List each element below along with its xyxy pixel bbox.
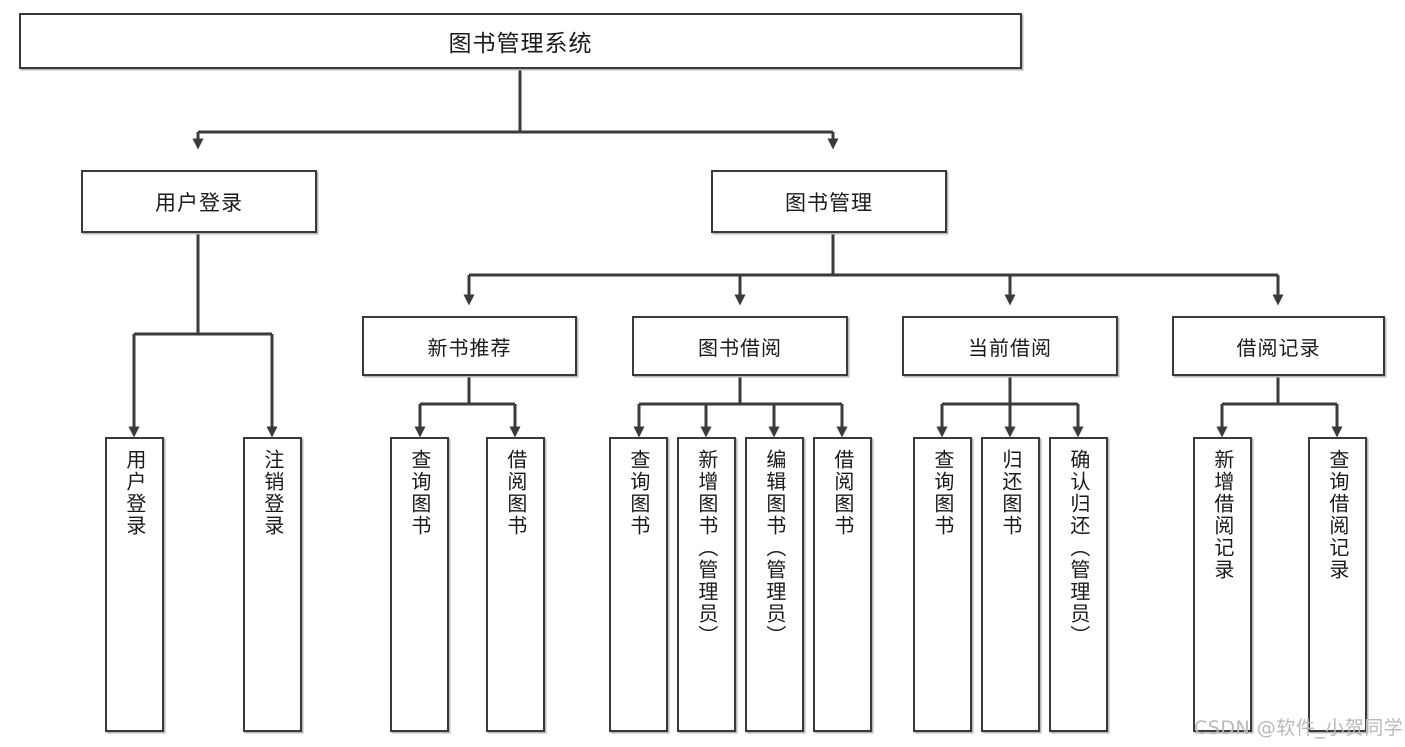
leaf-new-book-borrow[interactable]: 借阅图书 [486,437,545,732]
leaf-label: 新增图书（管理员） [694,449,719,647]
leaf-current-borrow-confirm-return[interactable]: 确认归还（管理员） [1049,437,1108,732]
node-current-borrow[interactable]: 当前借阅 [902,316,1118,376]
leaf-new-book-query[interactable]: 查询图书 [390,437,449,732]
node-user-login-label: 用户登录 [155,190,243,215]
leaf-label: 归还图书 [998,449,1023,537]
leaf-borrow-record-add[interactable]: 新增借阅记录 [1193,437,1252,732]
leaf-book-borrow-edit[interactable]: 编辑图书（管理员） [745,437,804,732]
leaf-current-borrow-return[interactable]: 归还图书 [981,437,1040,732]
node-new-book-recommend-label: 新书推荐 [427,335,512,360]
leaf-label: 编辑图书（管理员） [762,449,787,647]
leaf-user-login-login[interactable]: 用户登录 [105,437,164,732]
node-current-borrow-label: 当前借阅 [968,335,1052,360]
leaf-book-borrow-query[interactable]: 查询图书 [609,437,668,732]
node-book-management-label: 图书管理 [785,190,873,215]
leaf-label: 用户登录 [122,449,147,537]
node-book-borrow[interactable]: 图书借阅 [632,316,848,376]
node-root[interactable]: 图书管理系统 [19,13,1022,69]
node-borrow-record-label: 借阅记录 [1236,335,1321,360]
leaf-label: 查询借阅记录 [1325,449,1350,581]
node-user-login[interactable]: 用户登录 [81,170,317,233]
leaf-user-login-logout[interactable]: 注销登录 [243,437,302,732]
leaf-book-borrow-borrow[interactable]: 借阅图书 [813,437,872,732]
leaf-borrow-record-query[interactable]: 查询借阅记录 [1308,437,1367,732]
node-borrow-record[interactable]: 借阅记录 [1172,316,1385,376]
watermark: CSDN @软件_小贺同学 [1194,717,1404,739]
leaf-label: 查询图书 [626,449,651,537]
leaf-label: 确认归还（管理员） [1066,449,1091,647]
leaf-label: 注销登录 [260,449,285,537]
leaf-book-borrow-add[interactable]: 新增图书（管理员） [677,437,736,732]
node-new-book-recommend[interactable]: 新书推荐 [362,316,577,376]
leaf-label: 借阅图书 [830,449,855,537]
leaf-label: 查询图书 [407,449,432,537]
leaf-current-borrow-query[interactable]: 查询图书 [913,437,972,732]
leaf-label: 借阅图书 [503,449,528,537]
leaf-label: 查询图书 [930,449,955,537]
node-book-management[interactable]: 图书管理 [711,170,947,233]
leaf-label: 新增借阅记录 [1210,449,1235,581]
node-book-borrow-label: 图书借阅 [698,335,782,360]
node-root-label: 图书管理系统 [448,31,593,57]
